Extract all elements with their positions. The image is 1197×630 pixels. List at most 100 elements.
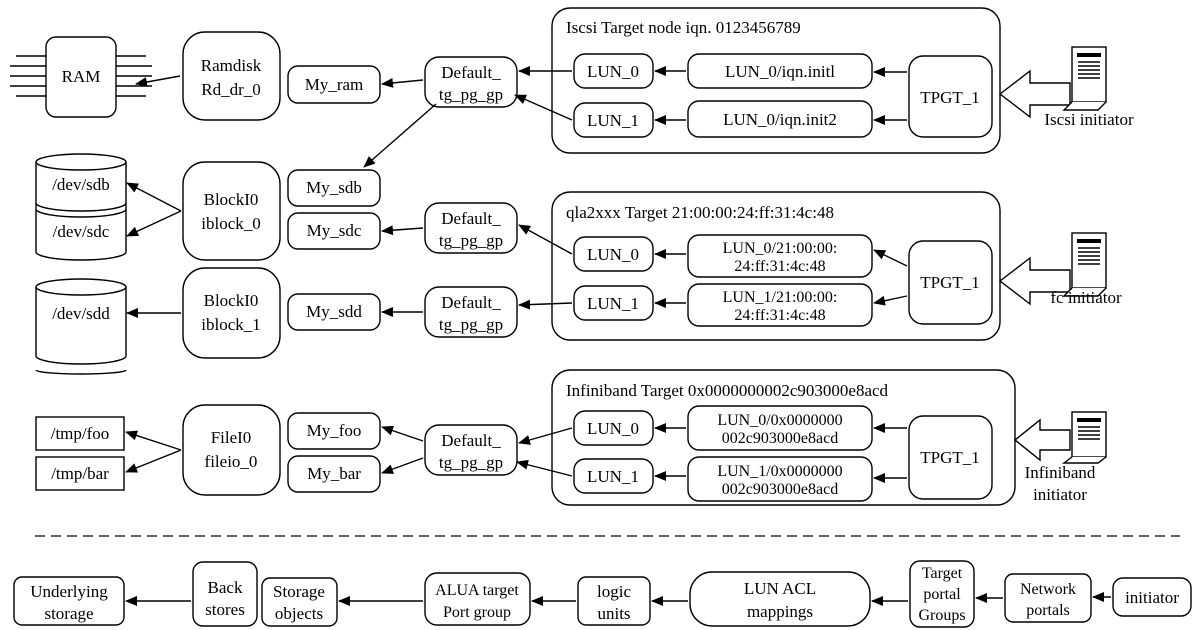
server-icon [1061,411,1107,464]
ram-label: RAM [62,67,101,86]
ib-acl-0-line2: 002c903000e8acd [722,430,838,447]
device-sdc: /dev/sdc [53,222,110,241]
svg-text:Storage: Storage [273,582,325,601]
qla-target-title: qla2xxx Target 21:00:00:24:ff:31:4c:48 [566,203,834,222]
svg-text:iblock_0: iblock_0 [201,214,261,233]
legend-logic-units: logic units [577,576,651,626]
svg-text:Default_: Default_ [441,293,501,312]
device-sdd: /dev/sdd [52,304,110,323]
legend-connectors [125,592,1111,606]
file-foo: /tmp/foo [35,416,125,451]
blockio0-backstore: BlockI0 iblock_0 [182,161,281,261]
svg-text:LUN ACL: LUN ACL [744,579,816,598]
svg-text:Default_: Default_ [441,209,501,228]
svg-text:tg_pg_gp: tg_pg_gp [439,85,503,104]
qla-acl-0-line1: LUN_0/21:00:00: [723,240,838,257]
svg-text:Default_: Default_ [441,63,501,82]
storage-object-my-foo: My_foo [287,412,381,450]
qla-lun0: LUN_0 [587,245,639,264]
svg-text:Underlying: Underlying [30,582,108,601]
svg-text:My_bar: My_bar [307,464,361,483]
fc-initiator: fc initiator [998,232,1122,307]
device-sdb: /dev/sdb [52,175,110,194]
ib-lun1: LUN_1 [587,467,639,486]
legend-initiator: initiator [1112,577,1192,617]
svg-text:objects: objects [275,604,323,623]
storage-object-my-ram: My_ram [287,65,381,104]
qla-acl-1-line2: 24:ff:31:4c:48 [734,307,825,324]
connectors [125,66,908,483]
svg-text:portal: portal [923,586,961,603]
iscsi-tpgt: TPGT_1 [920,88,980,107]
svg-text:BlockI0: BlockI0 [204,190,259,209]
svg-text:My_sdd: My_sdd [306,302,362,321]
tg-pg-gp-qla-0: Default_ tg_pg_gp [424,202,518,254]
server-icon [1062,46,1107,111]
ib-initiator-label-2: initiator [1033,485,1087,504]
svg-text:tg_pg_gp: tg_pg_gp [439,453,503,472]
svg-text:portals: portals [1026,602,1070,619]
legend-lun-acl-mappings: LUN ACL mappings [689,571,871,627]
ib-initiator-label-1: Infiniband [1025,463,1096,482]
svg-text:Back: Back [208,578,243,597]
ib-target: Infiniband Target 0x0000000002c903000e8a… [551,369,1016,506]
svg-text:/tmp/foo: /tmp/foo [51,424,110,443]
svg-text:Rd_dr_0: Rd_dr_0 [201,80,261,99]
qla-target: qla2xxx Target 21:00:00:24:ff:31:4c:48 L… [551,191,1001,341]
hollow-arrow-icon [998,256,1071,306]
qla-acl-1-line1: LUN_1/21:00:00: [723,289,838,306]
disk-sdb-sdc-icon: /dev/sdb /dev/sdc [35,153,127,261]
ib-acl-0-line1: LUN_0/0x0000000 [717,412,842,429]
storage-object-my-sdb: My_sdb [287,169,381,207]
hollow-arrow-icon [998,69,1071,119]
disk-sdd-icon: /dev/sdd [35,278,127,375]
tg-pg-gp-ib: Default_ tg_pg_gp [424,424,518,476]
ib-tpgt: TPGT_1 [920,448,980,467]
legend-network-portals: Network portals [1004,573,1092,623]
qla-acl-0-line2: 24:ff:31:4c:48 [734,258,825,275]
legend-underlying-storage: Underlying storage [13,576,125,626]
iscsi-acl-1: LUN_0/iqn.init2 [723,110,837,129]
storage-object-my-bar: My_bar [287,455,381,493]
ib-acl-1-line1: LUN_1/0x0000000 [717,463,842,480]
svg-text:initiator: initiator [1125,588,1179,607]
fileio0-backstore: FileI0 fileio_0 [182,404,281,496]
svg-text:stores: stores [205,600,245,619]
legend-back-stores: Back stores [192,561,258,627]
svg-text:ALUA target: ALUA target [435,582,519,599]
iscsi-initiator-label: Iscsi initiator [1044,110,1134,129]
svg-text:Network: Network [1020,581,1076,598]
svg-text:mappings: mappings [747,602,813,621]
ramdisk-backstore: Ramdisk Rd_dr_0 [182,31,281,121]
svg-text:Default_: Default_ [441,431,501,450]
qla-lun1: LUN_1 [587,294,639,313]
iscsi-initiator: Iscsi initiator [998,46,1134,129]
tg-pg-gp-qla-1: Default_ tg_pg_gp [424,286,518,338]
storage-object-my-sdc: My_sdc [287,212,381,250]
legend-storage-objects: Storage objects [261,577,338,627]
ib-initiator: Infiniband initiator [1013,411,1107,504]
svg-text:logic: logic [597,582,631,601]
svg-text:My_sdc: My_sdc [307,221,362,240]
svg-text:My_foo: My_foo [307,421,362,440]
svg-text:fileio_0: fileio_0 [205,452,258,471]
svg-text:/tmp/bar: /tmp/bar [51,464,109,483]
ib-acl-1-line2: 002c903000e8acd [722,481,838,498]
blockio1-backstore: BlockI0 iblock_1 [182,267,281,359]
iscsi-target: Iscsi Target node iqn. 0123456789 LUN_0 … [551,7,1001,154]
hollow-arrow-icon [1013,418,1071,462]
qla-tpgt: TPGT_1 [920,273,980,292]
svg-text:Target: Target [922,565,963,582]
server-icon [1062,232,1107,297]
iscsi-acl-0: LUN_0/iqn.initl [725,62,835,81]
ram-chip-icon: RAM [10,36,152,118]
svg-text:units: units [597,604,630,623]
svg-text:BlockI0: BlockI0 [204,291,259,310]
iscsi-lun0: LUN_0 [587,62,639,81]
svg-text:Groups: Groups [918,607,965,624]
file-bar: /tmp/bar [35,456,125,491]
ib-lun0: LUN_0 [587,419,639,438]
svg-text:My_sdb: My_sdb [306,178,362,197]
svg-text:Ramdisk: Ramdisk [201,56,262,75]
